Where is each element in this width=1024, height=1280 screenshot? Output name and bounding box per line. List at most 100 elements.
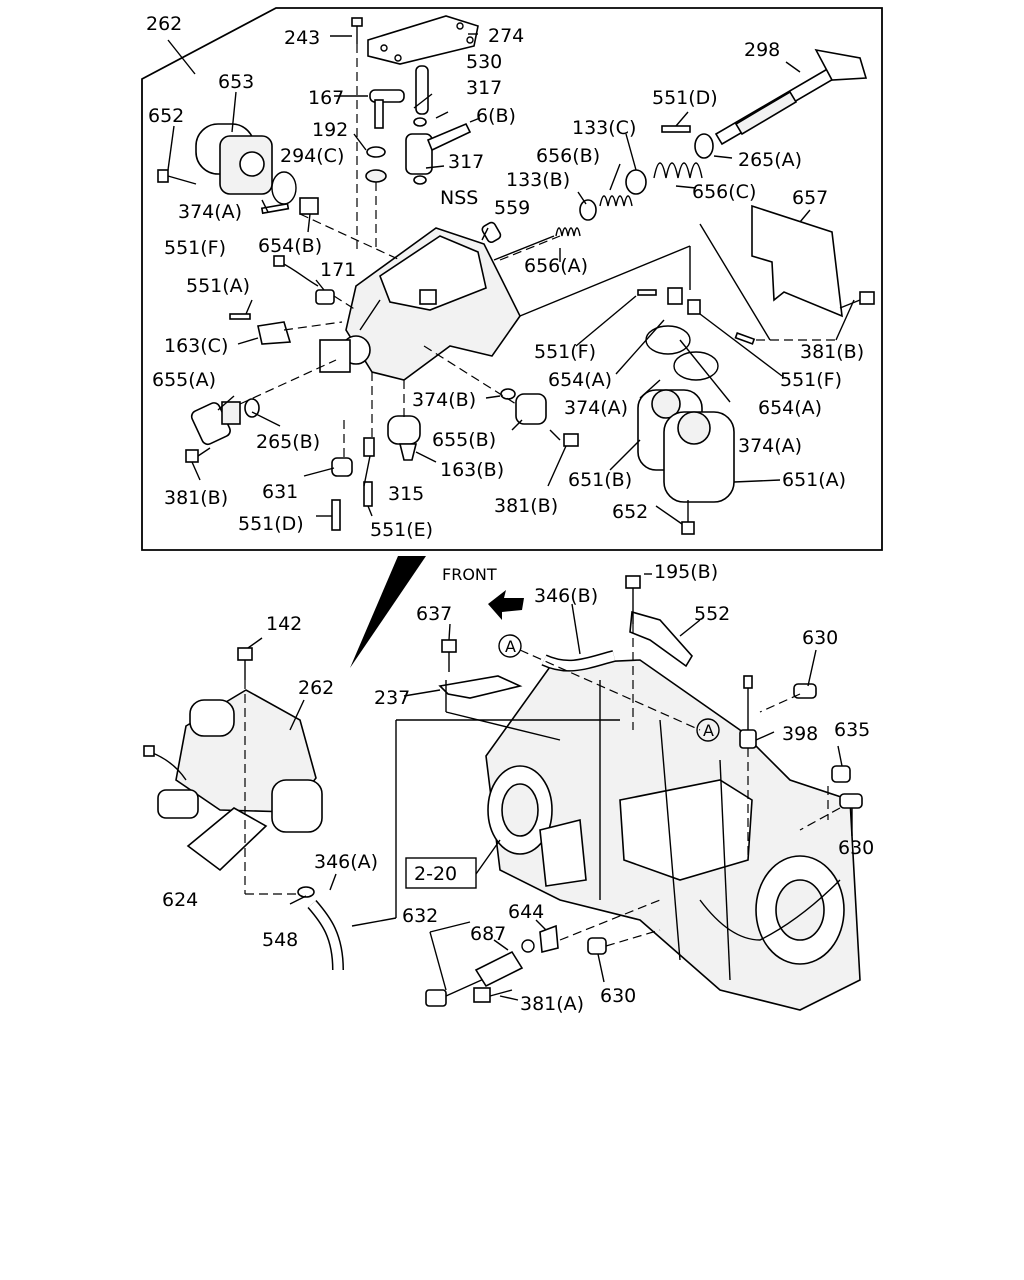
- label-163b: 163(B): [440, 459, 504, 481]
- pin-551a: [229, 313, 251, 320]
- washer-192: [366, 146, 386, 158]
- actuator-653: [195, 123, 273, 195]
- sensor-632: [425, 977, 487, 1007]
- sensor-171: [273, 255, 335, 305]
- bolt-652-top: [157, 169, 197, 185]
- callout-arrow: [350, 556, 426, 668]
- bolt-381b-1: [839, 291, 875, 309]
- sensor-398: [739, 675, 757, 749]
- clip-548: [297, 886, 315, 898]
- label-630-b: 630: [838, 837, 874, 859]
- spring-656a: [555, 227, 581, 237]
- label-656b: 656(B): [536, 145, 600, 167]
- label-548: 548: [262, 929, 298, 951]
- label-631: 631: [262, 481, 298, 503]
- label-398: 398: [782, 723, 818, 745]
- label-171: 171: [320, 259, 356, 281]
- transmission-case: [485, 659, 861, 1011]
- bolt-637: [441, 639, 457, 672]
- label-243: 243: [284, 27, 320, 49]
- label-346a: 346(A): [314, 851, 378, 873]
- label-133b: 133(B): [506, 169, 570, 191]
- bracket-552: [629, 610, 693, 668]
- solenoid-655a: [190, 401, 241, 446]
- label-652-bottom: 652: [612, 501, 648, 523]
- label-274: 274: [488, 25, 524, 47]
- clip-654a-2: [687, 299, 701, 315]
- ring-317-lower: [413, 175, 427, 185]
- label-630-c: 630: [600, 985, 636, 1007]
- sensor-687: [474, 939, 535, 988]
- bracket-657: [751, 204, 843, 318]
- spring-656c: [653, 162, 703, 179]
- pin-551f-2: [637, 289, 657, 296]
- bolt-195b: [625, 575, 641, 624]
- plug-630-b: [839, 793, 863, 809]
- label-551f-1: 551(F): [164, 237, 226, 259]
- washer-133c: [625, 169, 647, 195]
- label-551d-bottom: 551(D): [238, 513, 304, 535]
- label-651b: 651(B): [568, 469, 632, 491]
- label-551f-2: 551(F): [534, 341, 596, 363]
- label-654b: 654(B): [258, 235, 322, 257]
- label-655a: 655(A): [152, 369, 216, 391]
- label-551d-top: 551(D): [652, 87, 718, 109]
- label-624: 624: [162, 889, 198, 911]
- oring-374b: [500, 388, 516, 400]
- label-374a-1: 374(A): [178, 201, 242, 223]
- dashed-assembly-lines-top: [239, 213, 840, 458]
- label-marker-a-1: A: [505, 637, 516, 656]
- pin-551f-1: [260, 202, 290, 215]
- label-687: 687: [470, 923, 506, 945]
- label-654a-1: 654(A): [548, 369, 612, 391]
- washer-294c: [365, 169, 387, 183]
- cover-plate-274: [367, 15, 479, 65]
- label-651a: 651(A): [782, 469, 846, 491]
- bolt-381b-2: [185, 447, 211, 463]
- label-195b: 195(B): [654, 561, 718, 583]
- label-167: 167: [308, 87, 344, 109]
- bolt-652-bottom: [681, 500, 695, 535]
- label-317-lower: 317: [448, 151, 484, 173]
- label-374a-3: 374(A): [738, 435, 802, 457]
- oring-374a-2: [645, 325, 691, 355]
- pin-551d-top: [661, 125, 691, 133]
- label-551e: 551(E): [370, 519, 433, 541]
- clip-163b: [387, 415, 421, 461]
- lever-167: [369, 89, 405, 129]
- bolt-142: [237, 647, 253, 894]
- label-265a: 265(A): [738, 149, 802, 171]
- washer-265b: [244, 398, 260, 418]
- shift-unit-262: [143, 689, 323, 833]
- label-374b: 374(B): [412, 389, 476, 411]
- label-237: 237: [374, 687, 410, 709]
- plug-631: [331, 457, 353, 477]
- label-317-upper: 317: [466, 77, 502, 99]
- label-630-a: 630: [802, 627, 838, 649]
- detail-frame: [141, 7, 883, 551]
- label-315: 315: [388, 483, 424, 505]
- pin-315: [363, 437, 375, 457]
- label-381a: 381(A): [520, 993, 584, 1015]
- solenoid-655b: [515, 393, 547, 425]
- label-265b: 265(B): [256, 431, 320, 453]
- pin-551e: [363, 481, 373, 507]
- label-559: 559: [494, 197, 530, 219]
- plug-630-c: [587, 937, 607, 955]
- label-262-bottom: 262: [298, 677, 334, 699]
- pin-530: [415, 65, 429, 115]
- label-346b: 346(B): [534, 585, 598, 607]
- label-142: 142: [266, 613, 302, 635]
- shaft-298: [714, 48, 868, 146]
- spring-656b: [599, 195, 633, 207]
- pin-551d-bottom: [331, 499, 341, 531]
- label-163c: 163(C): [164, 335, 228, 357]
- label-nss: NSS: [440, 187, 478, 209]
- washer-133b: [579, 199, 597, 221]
- label-552: 552: [694, 603, 730, 625]
- shift-housing-nss: [319, 227, 521, 381]
- label-530: 530: [466, 51, 502, 73]
- label-551a: 551(A): [186, 275, 250, 297]
- ring-317-upper: [413, 117, 427, 127]
